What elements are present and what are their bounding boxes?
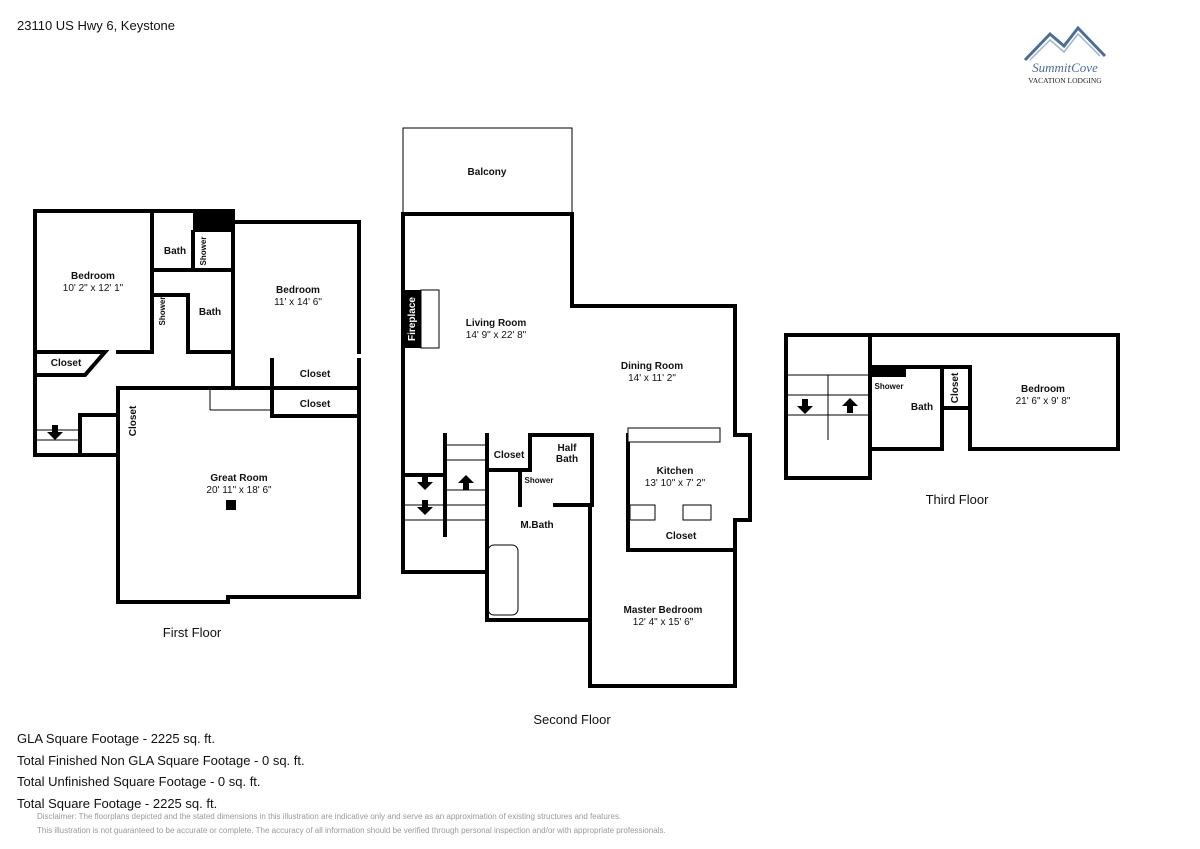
room-m-bath: M.Bath [520,520,554,531]
room-bath-3: Bath [910,402,934,413]
room-shower-3: Shower [524,476,554,485]
stat-unfinished: Total Unfinished Square Footage - 0 sq. … [17,774,261,789]
room-shower-1: Shower [199,236,208,266]
room-closet-1: Closet [50,358,82,369]
room-closet-3: Closet [299,369,331,380]
room-closet-4: Closet [299,399,331,410]
room-balcony: Balcony [467,167,507,178]
disclaimer-line-1: Disclaimer: The floorplans depicted and … [37,812,622,821]
floor-label-first: First Floor [162,625,222,640]
room-half-bath: Half Bath [555,443,579,465]
property-address: 23110 US Hwy 6, Keystone [17,18,176,33]
room-closet-6: Closet [665,531,697,542]
room-bath-1: Bath [163,246,187,257]
stat-gla: GLA Square Footage - 2225 sq. ft. [17,731,216,746]
stat-finished-non-gla: Total Finished Non GLA Square Footage - … [17,752,305,768]
stair-arrow-icons [47,398,858,515]
room-closet-7: Closet [950,372,961,404]
disclaimer-line-2: This illustration is not guaranteed to b… [37,826,666,835]
room-bath-2: Bath [198,307,222,318]
room-shower-2: Shower [158,296,167,326]
room-closet-2: Closet [128,405,139,437]
svg-text:VACATION LODGING: VACATION LODGING [1028,76,1102,85]
svg-text:SummitCove: SummitCove [1032,60,1098,75]
summitcove-logo: SummitCove VACATION LODGING [1020,22,1110,86]
room-shower-4: Shower [874,382,904,391]
square-footage-summary: GLA Square Footage - 2225 sq. ft. Total … [17,728,305,814]
stat-total: Total Square Footage - 2225 sq. ft. [17,795,218,811]
room-closet-5: Closet [493,450,525,461]
floor-label-third: Third Floor [925,492,989,507]
fireplace: Fireplace [407,297,418,341]
disclaimer: Disclaimer: The floorplans depicted and … [37,810,666,838]
floor-label-second: Second Floor [533,712,611,727]
